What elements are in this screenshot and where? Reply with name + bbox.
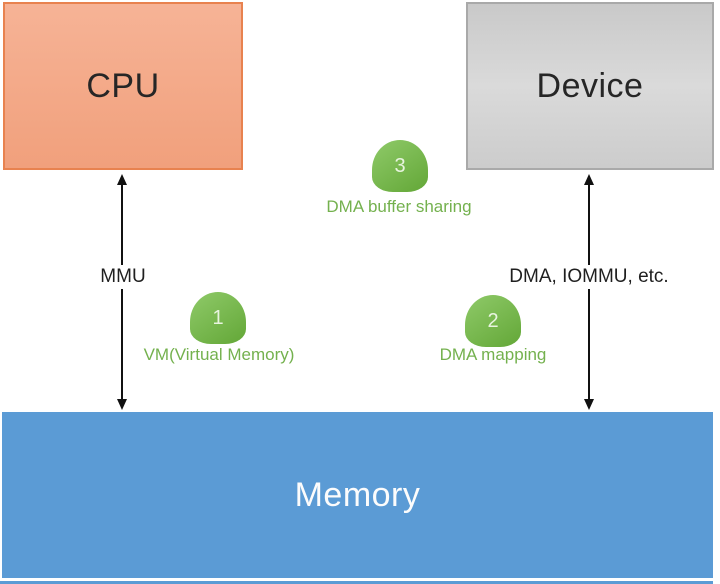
memory-node-label: Memory — [294, 475, 421, 514]
step-badge-3: 3 — [372, 140, 428, 192]
arrowhead-down-icon — [584, 399, 594, 410]
step-badge-2: 2 — [465, 295, 521, 347]
arrowhead-up-icon — [117, 174, 127, 185]
mmu-connection-label: MMU — [94, 265, 152, 289]
step-badge-1: 1 — [190, 292, 246, 344]
arrowhead-down-icon — [117, 399, 127, 410]
step-badge-3-number: 3 — [394, 154, 406, 177]
device-node: Device — [466, 2, 714, 170]
arrow-shaft — [588, 183, 590, 401]
step-badge-1-number: 1 — [212, 306, 224, 329]
vm-virtual-memory-label: VM(Virtual Memory) — [143, 345, 295, 364]
step-badge-2-number: 2 — [487, 309, 499, 332]
dma-iommu-connection-label: DMA, IOMMU, etc. — [503, 265, 675, 289]
cpu-node-label: CPU — [86, 66, 160, 105]
dma-buffer-sharing-label: DMA buffer sharing — [326, 197, 472, 216]
cpu-node: CPU — [3, 2, 243, 170]
dma-mapping-label: DMA mapping — [439, 345, 547, 364]
arrow-shaft — [121, 183, 123, 401]
cpu-memory-arrow-icon — [116, 174, 128, 410]
arrowhead-up-icon — [584, 174, 594, 185]
memory-node: Memory — [2, 412, 713, 578]
device-node-label: Device — [536, 66, 644, 105]
device-memory-arrow-icon — [583, 174, 595, 410]
memory-bottom-edge — [0, 581, 713, 584]
